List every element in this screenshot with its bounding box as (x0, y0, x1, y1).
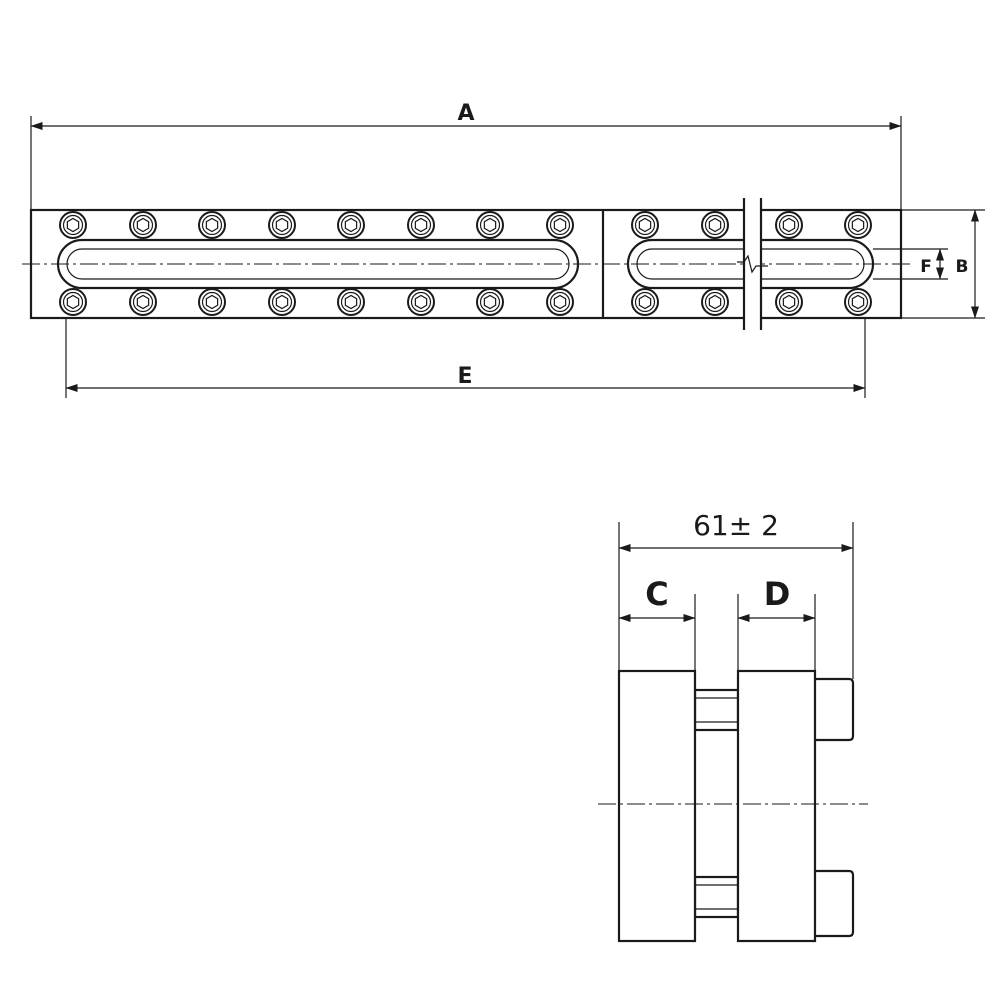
bolt-head-0-1 (129, 211, 157, 239)
bolt-head-0-6 (476, 211, 504, 239)
bolt-head-1-9 (701, 288, 729, 316)
bolt-head-0-3 (268, 211, 296, 239)
top-view: A E B F (22, 101, 985, 398)
dimension-b: B (901, 209, 985, 319)
side-view: 61± 2 C D (598, 509, 868, 943)
bolt-head-top (815, 677, 855, 742)
break-symbol (737, 198, 768, 330)
dimension-d: D (737, 575, 816, 671)
bolt-head-1-11 (844, 288, 872, 316)
dimension-total-width: 61± 2 (618, 509, 854, 679)
long-slot-left (56, 238, 580, 290)
bolt-head-0-11 (844, 211, 872, 239)
bolt-head-1-5 (407, 288, 435, 316)
bolt-head-1-4 (337, 288, 365, 316)
bolt-head-1-2 (198, 288, 226, 316)
spacer-screw-top (693, 688, 740, 732)
bolt-head-0-5 (407, 211, 435, 239)
bolt-head-1-1 (129, 288, 157, 316)
dimension-a: A (30, 101, 902, 210)
bolt-head-1-8 (631, 288, 659, 316)
spacer-screw-bottom (693, 875, 740, 919)
bolt-head-0-10 (775, 211, 803, 239)
label-d: D (764, 575, 791, 613)
bolt-head-0-9 (701, 211, 729, 239)
label-e: E (457, 364, 472, 389)
label-f: F (920, 257, 932, 277)
bolt-head-1-6 (476, 288, 504, 316)
bolt-head-0-2 (198, 211, 226, 239)
bolt-head-0-7 (546, 211, 574, 239)
bolt-head-bottom (815, 869, 855, 938)
label-total-width: 61± 2 (693, 509, 779, 542)
label-c: C (645, 575, 668, 613)
dimension-c: C (618, 575, 696, 671)
bolt-head-0-8 (631, 211, 659, 239)
bolt-layer (59, 211, 872, 316)
clamp-plate-right (736, 669, 817, 943)
dimension-f: F (873, 248, 948, 280)
bolt-head-1-3 (268, 288, 296, 316)
label-b: B (956, 257, 969, 277)
bolt-head-1-7 (546, 288, 574, 316)
bolt-head-1-10 (775, 288, 803, 316)
bolt-head-0-4 (337, 211, 365, 239)
clamp-plate-left (617, 669, 697, 943)
bolt-head-0-0 (59, 211, 87, 239)
label-a: A (457, 101, 474, 126)
dimension-e: E (65, 318, 866, 398)
bolt-head-1-0 (59, 288, 87, 316)
